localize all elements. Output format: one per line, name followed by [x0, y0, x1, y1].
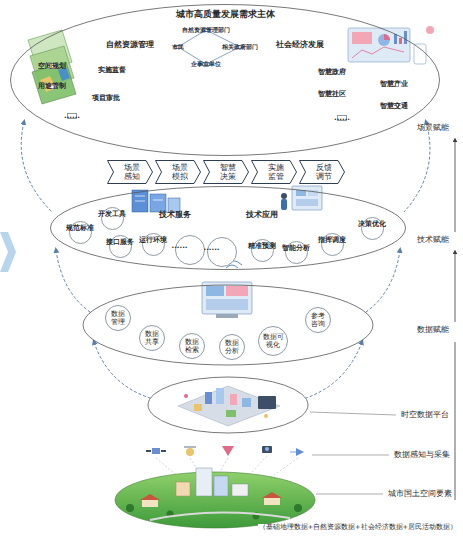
function-circle: ...... — [207, 237, 237, 267]
layer-heading: 技术服务 — [159, 210, 191, 219]
node-text: 开发工具 — [98, 210, 112, 218]
node-text: 运行环境 — [139, 236, 153, 244]
node-text: 场景模拟 — [169, 163, 188, 181]
node-text: ...... — [201, 244, 222, 252]
server-icon — [132, 190, 180, 212]
node-text: 实施监管 — [265, 163, 284, 181]
item-box: 智慧交通 — [389, 103, 399, 109]
node-text: 项目审批 — [92, 94, 120, 102]
item-box: 空间规划 — [47, 63, 57, 69]
function-circle: 参考咨询 — [305, 307, 331, 333]
empower-arrows — [455, 140, 456, 500]
layer-label: （基础地理数据+自然资源数据+社会经济数据+居民活动数据） — [258, 524, 458, 531]
function-circle: 开发工具 — [101, 207, 124, 230]
node-text: ...... — [169, 242, 190, 250]
function-circle: 决策优化 — [361, 217, 384, 240]
function-circle: 运行环境 — [142, 233, 165, 256]
node-text: 规范标准 — [66, 224, 80, 232]
chevron-step: 反馈调节 — [299, 160, 345, 184]
node-text: 智慧社区 — [318, 90, 346, 98]
item-box: 项目审批 — [101, 95, 111, 101]
function-circle: 数据共享 — [139, 325, 165, 351]
node-text: 空间规划 — [38, 62, 66, 70]
node-text: 智能分析 — [282, 244, 296, 252]
function-circle: 数据可视化 — [258, 326, 288, 356]
node-text: 智慧政府 — [318, 68, 346, 76]
node-text: 接口服务 — [106, 238, 120, 246]
node-text: 智慧产业 — [380, 80, 408, 88]
layer-heading: 城市高质量发展需求主体 — [176, 9, 275, 19]
item-box: 智慧政府 — [327, 69, 337, 75]
node-text: 市民 — [172, 44, 184, 51]
layer-label: 数据赋能 — [417, 325, 449, 334]
connector — [181, 32, 202, 45]
layer-label: 场景赋能 — [417, 123, 449, 132]
function-circle: 智能分析 — [285, 241, 308, 264]
funnel-arcs — [21, 122, 430, 398]
city-ground — [115, 468, 315, 528]
node-text: 用途管制 — [38, 82, 66, 90]
item-box: 智慧产业 — [389, 81, 399, 87]
side-arrow — [0, 232, 16, 272]
node-text: 实施监督 — [98, 66, 126, 74]
function-circle: 数据分析 — [219, 334, 245, 360]
node-text: 相关政府部门 — [222, 44, 258, 51]
node-text: 智慧决策 — [217, 163, 236, 181]
function-circle: 数据检索 — [179, 333, 205, 359]
dashboard-icon — [348, 26, 434, 64]
actor-box: 市民 — [174, 45, 182, 49]
function-circle: 精准预测 — [251, 239, 274, 262]
data-layer-ellipse — [83, 285, 373, 365]
item-box: 用途管制 — [47, 83, 57, 89]
node-text: 精准预测 — [248, 242, 262, 250]
node-text: 数据分析 — [225, 339, 239, 355]
node-text: 决策优化 — [358, 220, 372, 228]
node-text: 自然资源管理部门 — [182, 27, 230, 34]
item-box: ...... — [337, 115, 347, 121]
chevron-step: 场景感知 — [107, 160, 153, 184]
layer-label: 城市国土空间要素 — [388, 489, 452, 498]
node-text: 数据共享 — [145, 330, 159, 346]
node-text: ...... — [334, 114, 350, 122]
layer-label: 数据感知与采集 — [394, 450, 450, 459]
node-text: 数据检索 — [185, 338, 199, 354]
node-text: 智慧交通 — [380, 102, 408, 110]
chevron-step: 实施监管 — [251, 160, 297, 184]
function-circle: 规范标准 — [69, 221, 92, 244]
leader-lines — [310, 412, 396, 494]
function-circle: 指挥调度 — [321, 233, 344, 256]
layer-heading: 技术应用 — [246, 210, 278, 219]
item-box: ...... — [67, 113, 77, 119]
touchscreen-icon — [281, 186, 322, 210]
group-heading: 自然资源管理 — [106, 40, 154, 49]
actor-box: 自然资源管理部门 — [202, 28, 210, 32]
group-heading: 社会经济发展 — [276, 40, 324, 49]
node-text: 参考咨询 — [311, 312, 325, 328]
node-text: ...... — [64, 112, 80, 120]
function-circle: ...... — [175, 235, 205, 265]
chevron-step: 智慧决策 — [203, 160, 249, 184]
layer-label: 技术赋能 — [417, 235, 449, 244]
item-box: 智慧社区 — [327, 91, 337, 97]
item-box: 实施监督 — [107, 67, 117, 73]
actor-box: 相关政府部门 — [236, 45, 244, 49]
function-circle: 数据管理 — [105, 305, 131, 331]
layer-ellipse: 自然资源管理部门市民 相关政府部门企事业单位 空间规划实施监督用途管制项目审批...… — [10, 4, 440, 156]
map-layers — [28, 30, 76, 104]
node-text: 数据可视化 — [263, 333, 284, 349]
layer-ellipse: 规范标准 开发工具接口服务 运行环境............ 精准预测 智能分析 指挥调度… — [50, 186, 406, 270]
chevron-step: 场景模拟 — [155, 160, 201, 184]
node-text: 数据管理 — [111, 310, 125, 326]
function-circle: 接口服务 — [109, 235, 132, 258]
node-text: 反馈调节 — [313, 163, 332, 181]
node-text: 场景感知 — [121, 163, 140, 181]
node-text: 指挥调度 — [318, 236, 332, 244]
platform-ellipse — [148, 377, 308, 433]
actor-box: 企事业单位 — [202, 62, 210, 66]
layer-label: 时空数据平台 — [401, 410, 449, 419]
node-text: 企事业单位 — [191, 61, 221, 68]
